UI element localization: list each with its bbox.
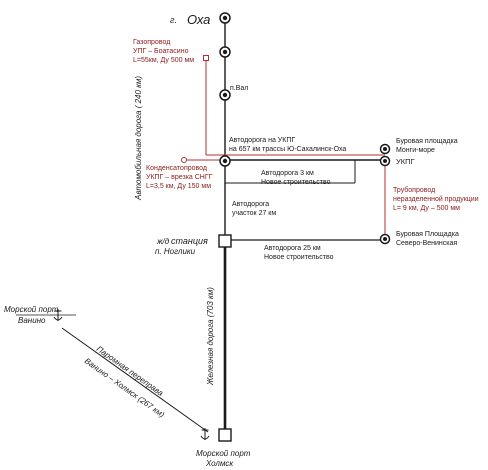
- highway-label: Автомобильная дорога ( 240 км): [134, 76, 143, 201]
- junction-node: [219, 155, 231, 167]
- drill-nv-node: [379, 233, 391, 245]
- road-27-label-1: Автодорога: [232, 201, 269, 208]
- station-name-label: п. Ноглики: [155, 247, 196, 256]
- condensate-end-marker: [181, 157, 187, 163]
- okha-prefix-label: г.: [170, 15, 177, 25]
- kholmsk-port-label-2: Холмск: [205, 459, 234, 468]
- gas-pipeline-end-marker: [203, 55, 209, 61]
- station-word-label: станция: [171, 236, 208, 246]
- gas-pipeline-label-1: Газопровод: [133, 39, 170, 46]
- ferry-line: [61, 327, 209, 433]
- road-27-label-2: участок 27 км: [232, 210, 276, 217]
- node-top-2: [219, 46, 231, 58]
- drill-nv-label-1: Буровая Площадка: [396, 231, 459, 238]
- gas-pipeline-label-2: УПГ – Боатасино: [133, 48, 189, 55]
- drill-monga-label-2: Монги-море: [396, 147, 435, 154]
- anchor-vanino-icon: [53, 309, 63, 321]
- condensate-label-1: Конденсатопровод: [146, 165, 207, 172]
- gas-pipeline-label-3: L=55км, Ду 500 мм: [133, 57, 194, 64]
- station-prefix-label: ж/д: [156, 237, 170, 246]
- road-25-label-1: Автодорога 25 км: [264, 245, 321, 252]
- drill-monga-label-1: Буровая площадка: [396, 138, 458, 145]
- road-3km-label-2: Новое строительство: [261, 179, 331, 186]
- okha-label: Оха: [187, 12, 210, 27]
- kholmsk-port-label-1: Морской порт: [196, 449, 251, 458]
- kholmsk-marker: [218, 428, 232, 442]
- ukpg-label: УКПГ: [396, 157, 415, 166]
- vanino-port-label-2: Ванино: [18, 316, 46, 325]
- condensate-label-2: УКПГ – врезка СНГГ: [146, 174, 213, 181]
- drill-nv-label-2: Северо-Венинская: [396, 240, 457, 247]
- station-marker: [218, 234, 232, 248]
- road-ukpg-label-2: на 657 км трассы Ю-Сахалинск-Оха: [229, 146, 346, 153]
- p-val-label: п.Вал: [230, 85, 248, 92]
- unsep-pipeline-label-2: неразделенной продукции: [393, 195, 479, 203]
- unsep-pipeline-label-1: Трубопровод: [393, 186, 435, 194]
- vanino-port-label-1: Морской порт: [4, 305, 59, 314]
- anchor-kholmsk-icon: [200, 428, 210, 440]
- ukpg-node: [379, 155, 391, 167]
- road-ukpg-label-1: Автодорога на УКПГ: [229, 137, 295, 144]
- railway-label: Железная дорога (703 км): [206, 287, 215, 386]
- okha-node: [219, 12, 231, 24]
- road-3km-label-1: Автодорога 3 км: [261, 170, 314, 177]
- condensate-label-3: L=3,5 км, Ду 150 мм: [146, 183, 211, 190]
- drill-monga-node: [379, 143, 391, 155]
- p-val-node: [219, 89, 231, 101]
- road-25-label-2: Новое строительство: [264, 254, 334, 261]
- unsep-pipeline-label-3: L= 9 км, Ду – 500 мм: [393, 205, 460, 212]
